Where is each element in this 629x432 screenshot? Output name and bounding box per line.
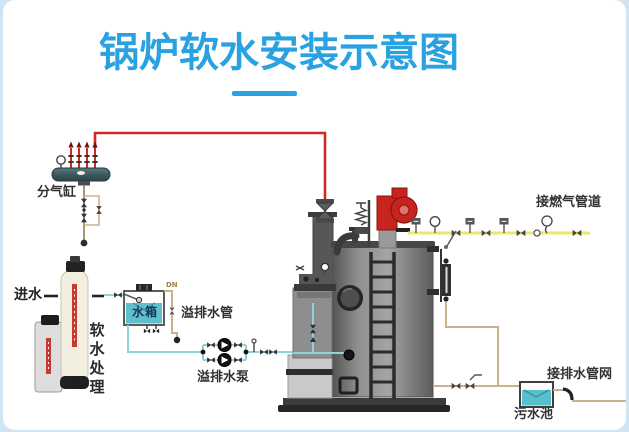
boiler: [278, 212, 450, 412]
tank-drain-valves: [143, 325, 160, 334]
header-blowdown-line: [80, 185, 102, 247]
header-pressure-gauge-icon: [56, 155, 66, 168]
gas-pipeline: [408, 215, 590, 249]
label-overflow-pump: 溢排水泵: [197, 370, 250, 385]
blowdown-pipe: [433, 302, 520, 390]
resin-tank: [60, 256, 89, 389]
drain-outlet-pipe: [553, 387, 626, 402]
feedwater-valve-group: [294, 262, 336, 298]
water-level-gauge: [427, 246, 451, 302]
label-dn-mark: DN: [166, 281, 178, 289]
steam-riser-valves: [67, 140, 99, 171]
boiler-feed-pipe: [293, 303, 355, 361]
overflow-pump-2: [207, 353, 242, 367]
label-softener-process: 软水处理: [87, 322, 106, 398]
pump-discharge-fittings: [251, 338, 277, 355]
label-water-inlet: 进水: [14, 287, 42, 303]
salt-tank: [34, 315, 63, 393]
steam-main-pipe: [93, 131, 327, 201]
sewage-pool: [519, 381, 554, 408]
label-steam-header: 分气缸: [37, 185, 77, 200]
overflow-pipe: [164, 290, 181, 344]
label-sewage-pool: 污水池: [514, 407, 554, 422]
pump-suction-line: [127, 325, 293, 361]
burner: [376, 187, 418, 249]
page-title: 锅炉软水安装示意图: [99, 30, 459, 76]
water-tank: [123, 284, 165, 326]
float-valve-icon: [123, 293, 143, 304]
label-overflow-pipe: 溢排水管: [181, 306, 234, 321]
boiler-steam-valve: [315, 199, 335, 223]
title-underline: [232, 91, 297, 96]
steam-header-cylinder: [51, 167, 111, 186]
label-drain-network: 接排水管网: [547, 367, 613, 382]
safety-valve-icon: [353, 202, 369, 234]
overflow-pump-1: [207, 338, 242, 352]
label-water-tank: 水箱: [132, 305, 159, 319]
softwater-line: [104, 292, 124, 298]
manhole-icon: [337, 285, 363, 311]
boiler-ladder: [367, 200, 396, 399]
label-gas-pipeline: 接燃气管道: [536, 195, 602, 210]
